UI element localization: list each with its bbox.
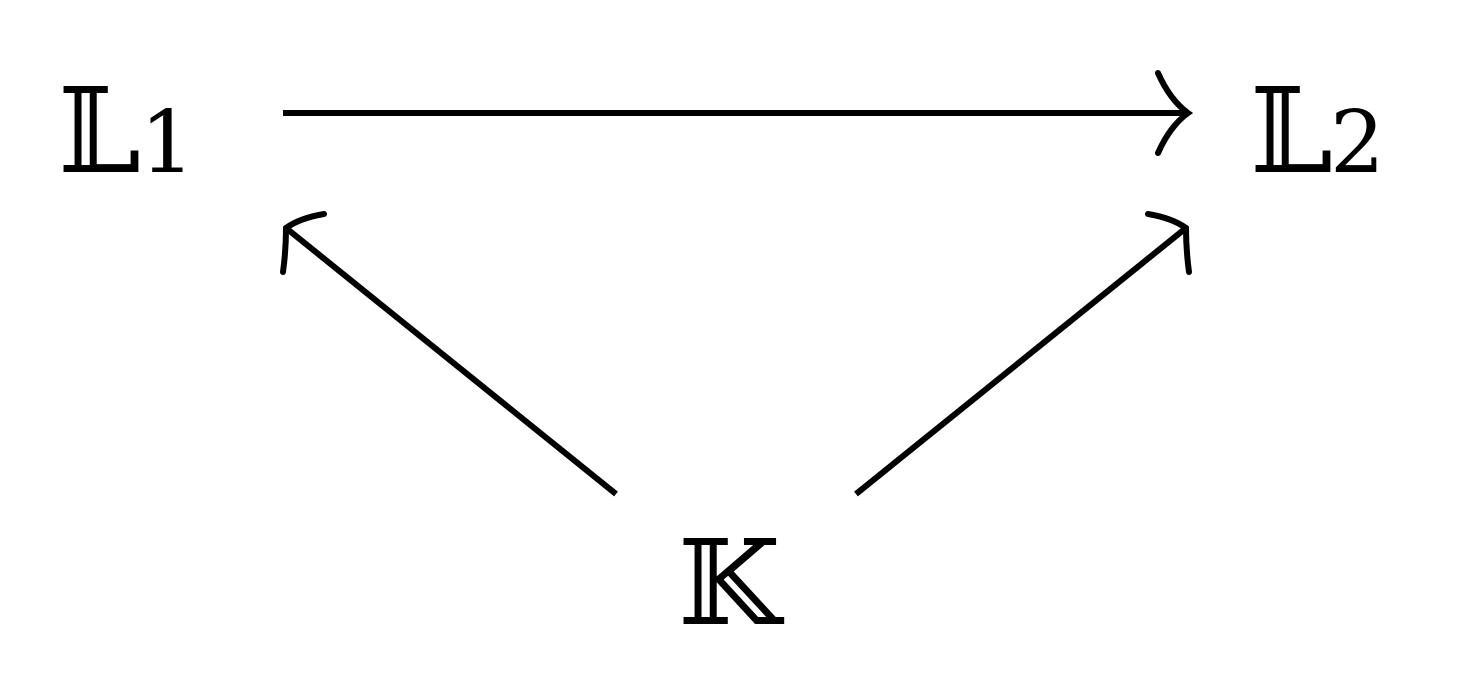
node-L1: 𝕃 1 — [58, 62, 195, 200]
edge-K-to-L1 — [280, 211, 618, 497]
node-K-letter: 𝕂 — [678, 514, 785, 652]
edge-K-L2-arrowhead-icon — [1145, 211, 1192, 275]
edge-L1-to-L2 — [283, 70, 1194, 156]
node-L2-letter: 𝕃 — [1250, 62, 1333, 200]
edge-K-to-L2 — [854, 211, 1192, 497]
node-K: 𝕂 — [678, 514, 785, 652]
edge-K-L1-shaft — [284, 225, 618, 497]
edge-K-L1-arrowhead-icon — [280, 211, 327, 275]
node-L2: 𝕃 2 — [1250, 62, 1385, 200]
node-L1-subscript: 1 — [140, 93, 195, 193]
node-L2-subscript: 2 — [1330, 93, 1385, 193]
edge-L1-L2-arrowhead-icon — [1155, 70, 1194, 156]
edge-K-L2-shaft — [854, 225, 1188, 497]
node-L1-letter: 𝕃 — [58, 62, 141, 200]
